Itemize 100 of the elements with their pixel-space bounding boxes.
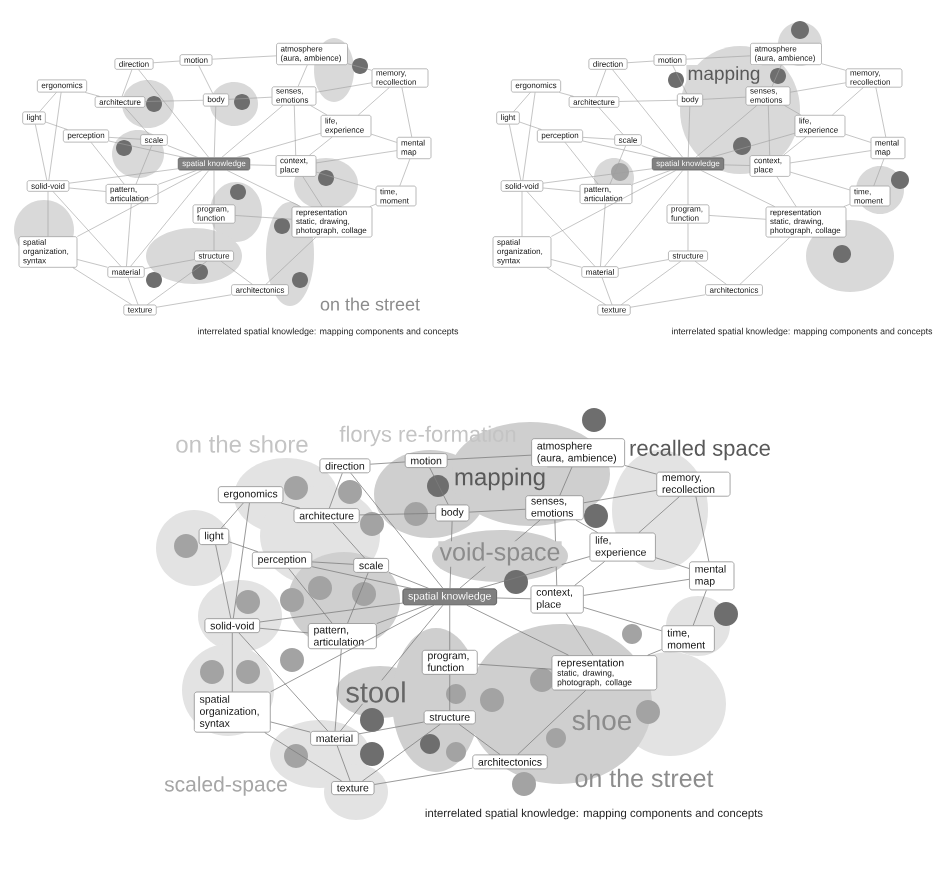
connector-line [583,490,657,504]
connector-line [39,92,57,112]
connector-line [126,203,132,267]
connector-line [429,467,449,505]
connector-line [144,99,204,102]
connector-line [522,92,536,181]
connector-line [655,557,690,569]
connector-line [790,171,850,191]
connector-line [624,465,657,475]
connector-line [68,187,106,192]
connector-line [48,92,62,181]
connector-line [582,137,615,140]
connector-line [316,82,372,93]
connector-line [297,64,308,87]
connector-line [565,613,594,656]
connector-line [361,723,441,782]
connector-line [873,158,885,187]
connector-line [238,632,329,732]
connector-line [783,136,807,156]
overlay-word: shoe [570,708,634,732]
connector-line [90,142,125,185]
connector-line [468,508,526,513]
connector-line [604,170,684,267]
connector-line [259,627,309,634]
connector-line [790,150,871,164]
connector-line [832,87,864,116]
connector-line [215,544,232,619]
connector-line [280,502,301,509]
connector-line [369,203,376,207]
connector-line [316,171,376,191]
connector-line [52,191,122,267]
connector-line [845,133,871,143]
connector-line [147,261,207,305]
connector-line [235,215,292,220]
connector-line [399,158,411,187]
connector-line [77,170,203,237]
connector-line [582,140,659,158]
connector-line [77,259,108,268]
connector-line [108,137,141,140]
connector-line [328,472,343,509]
connector-line [302,176,323,207]
overlay-word: mapping [452,466,548,492]
connector-line [359,512,436,516]
connector-line [332,522,365,559]
connector-line [124,107,150,135]
connector-line [310,105,328,116]
connector-line [692,589,707,626]
connector-line [695,105,758,158]
connector-line [551,170,677,237]
overlay-word: scaled-space [164,776,287,796]
connector-line [449,674,451,711]
connector-line [231,632,233,692]
connector-line [213,170,215,205]
connector-line [449,604,451,651]
connector-line [647,649,662,656]
connector-line [270,604,435,693]
connector-line [632,170,671,185]
connector-line [270,721,311,733]
connector-line [542,168,653,184]
connector-line [347,572,369,624]
connector-line [575,519,598,533]
connector-line [228,541,259,553]
connector-line [687,106,691,158]
connector-line [710,132,795,158]
connector-line [156,294,232,308]
connector-line [350,472,444,589]
connector-line [108,140,185,158]
connector-line [265,237,317,285]
connector-line [686,55,751,60]
connector-line [513,92,531,112]
connector-line [641,145,673,158]
connector-line [144,259,195,269]
connector-line [478,556,590,589]
connector-line [609,145,626,185]
connector-line [771,64,782,87]
connector-line [293,105,296,156]
connector-line [220,502,244,529]
connector-line [213,106,217,158]
connector-line [672,65,688,94]
connector-line [790,82,846,93]
connector-line [583,607,662,632]
overlay-word: stool [344,680,408,704]
connector-line [574,561,605,586]
connector-line [127,277,139,305]
connector-line [612,69,684,158]
connector-line [821,63,846,71]
connector-line [526,191,596,267]
connector-line [288,568,333,624]
connector-line [509,124,522,181]
connector-line [784,105,802,116]
connector-line [85,92,100,97]
connector-line [546,267,606,305]
connector-line [600,203,606,267]
connector-line [220,261,253,285]
connector-line [316,150,397,164]
connector-line [638,496,680,533]
connector-line [72,267,132,305]
connector-line [776,176,797,207]
connector-line [458,723,501,755]
connector-line [374,767,473,785]
